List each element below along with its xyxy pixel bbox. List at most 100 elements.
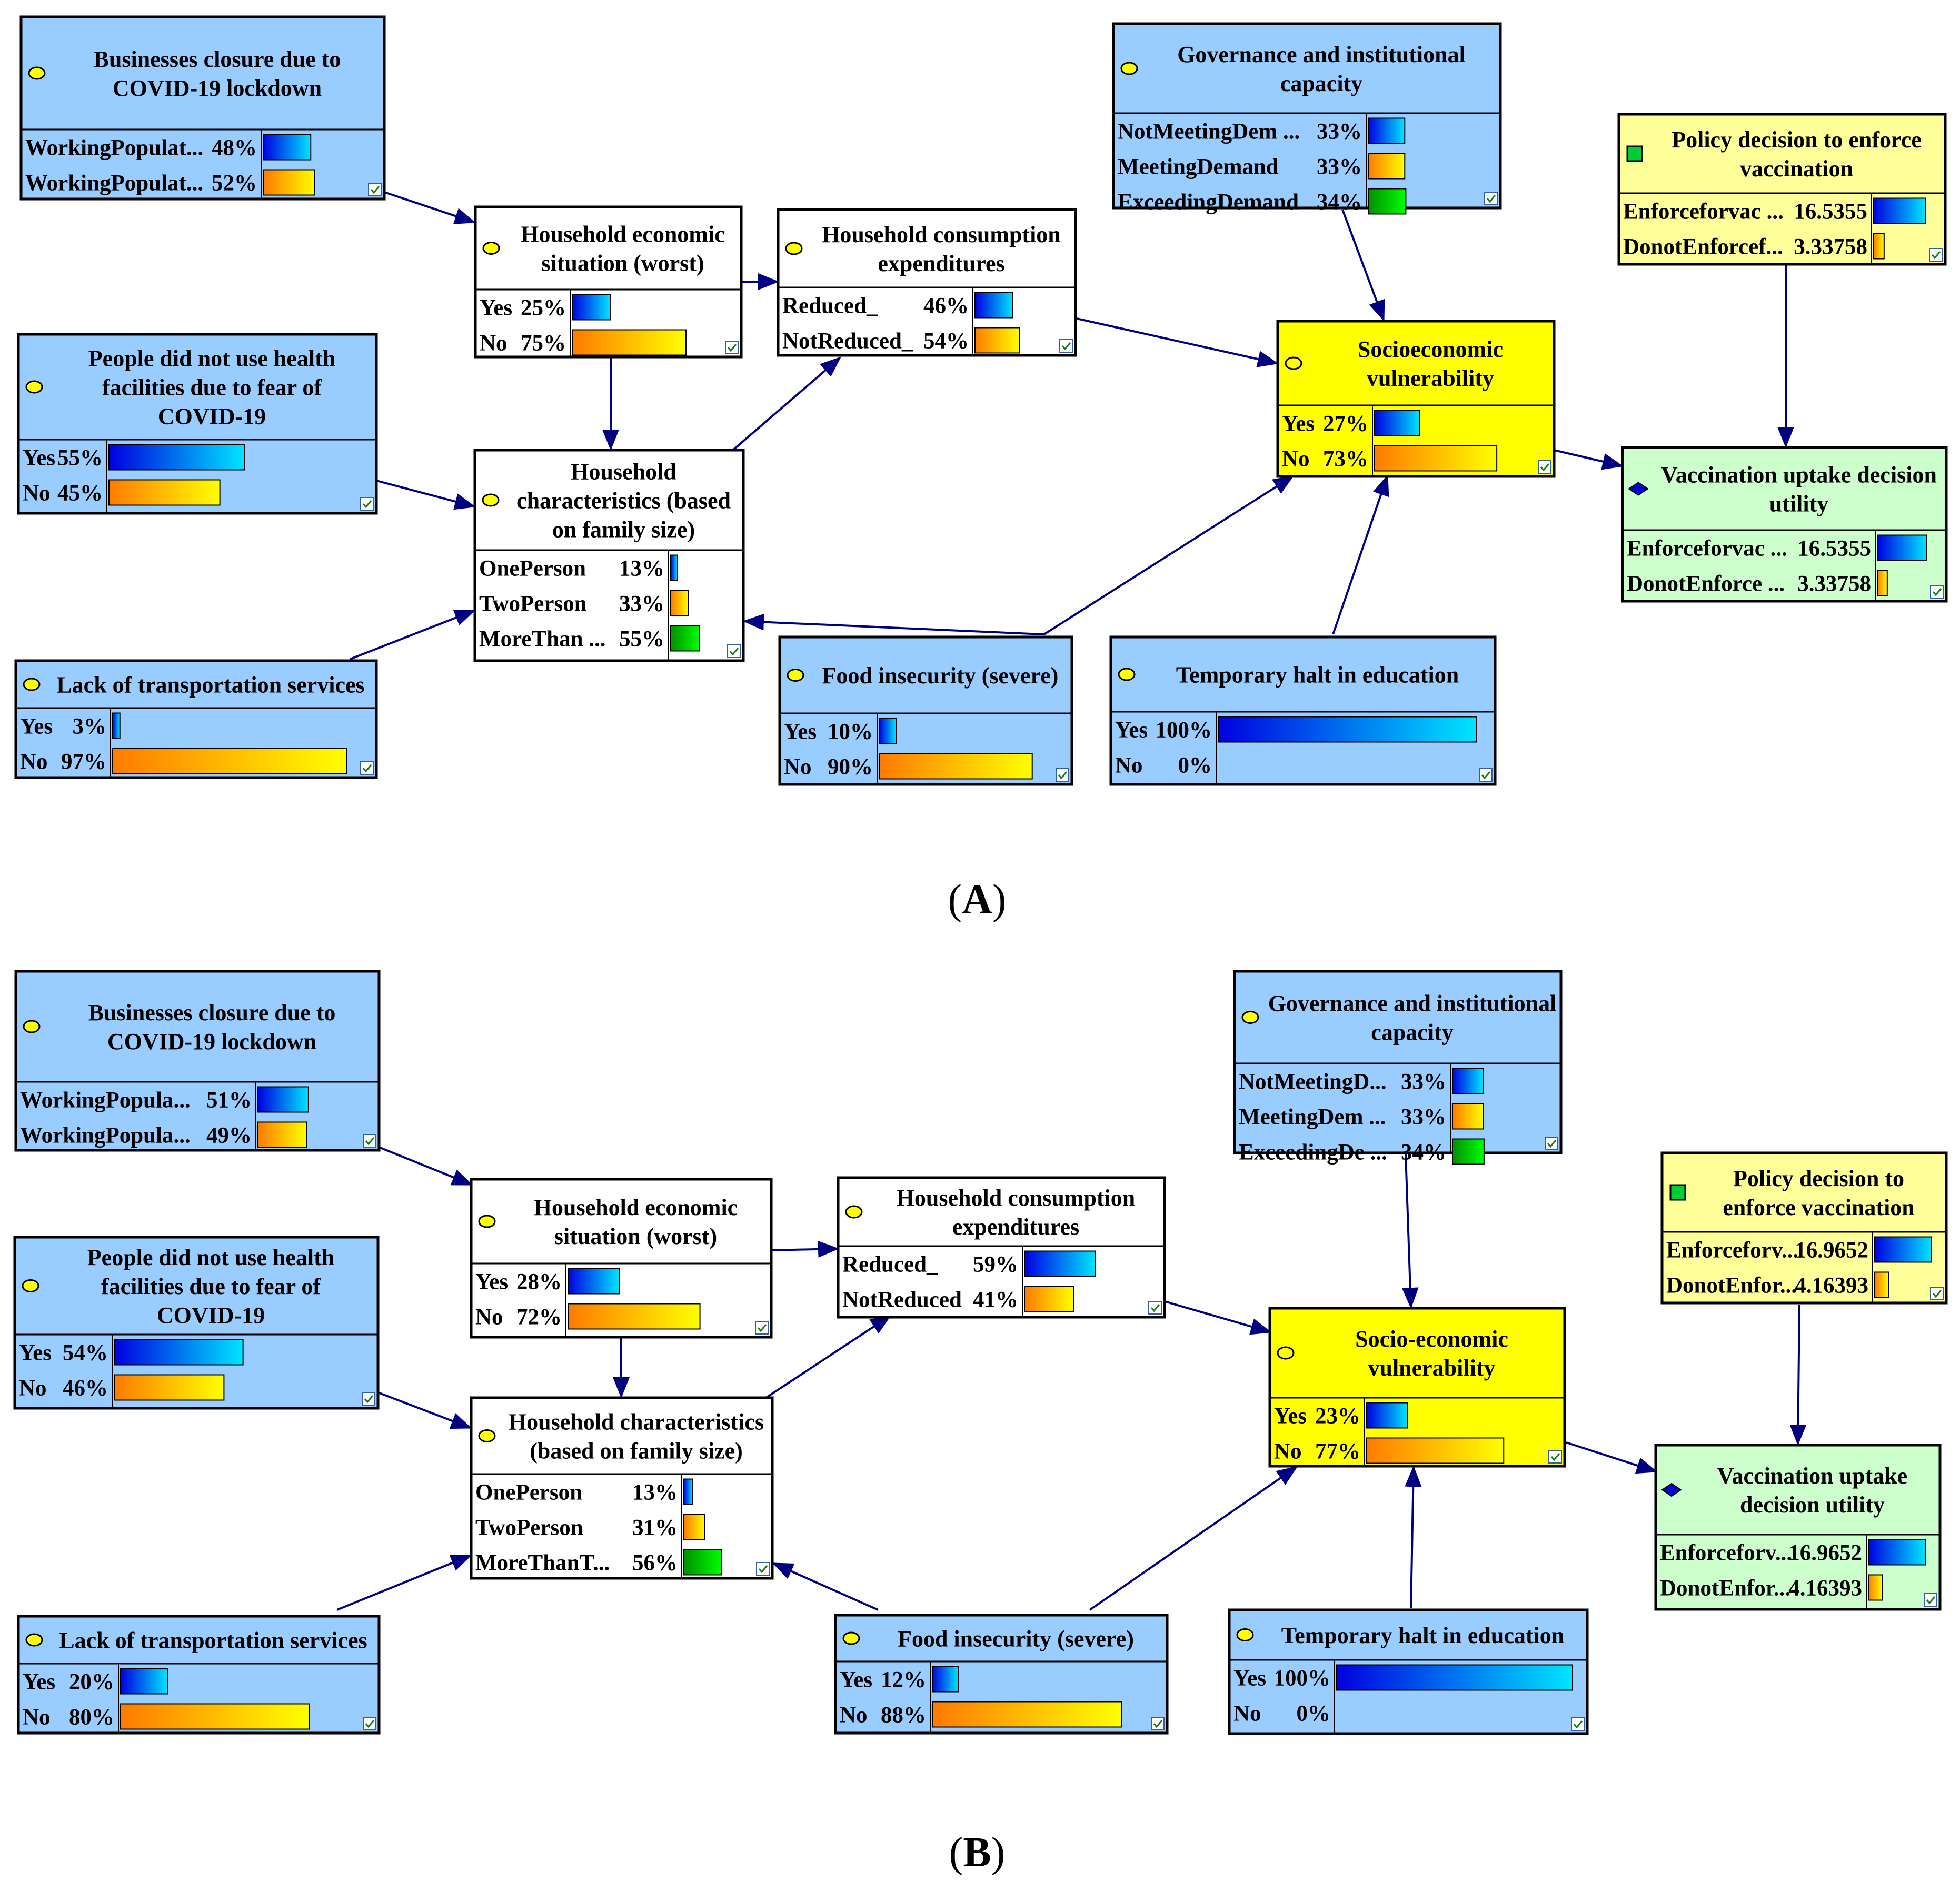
checkbox-icon[interactable] (363, 1134, 376, 1148)
node-governance[interactable]: Governance and institutionalcapacityNotM… (1233, 970, 1563, 1165)
state-label: Yes (19, 1341, 52, 1366)
probability-bar (572, 294, 611, 321)
checkbox-icon[interactable] (360, 497, 374, 511)
checkbox-icon[interactable] (1548, 1450, 1562, 1464)
state-label: No (19, 1376, 47, 1401)
node-title-line: Socioeconomic (1358, 336, 1503, 362)
checkbox-icon[interactable] (363, 1717, 376, 1730)
probability-bar (1366, 1402, 1408, 1429)
checkbox-icon[interactable] (1059, 339, 1073, 353)
state-label: Yes (840, 1668, 872, 1693)
checkbox-icon[interactable] (360, 761, 374, 775)
node-household[interactable]: Household characteristics(based on famil… (470, 1396, 774, 1580)
state-value: 48% (212, 136, 257, 161)
node-title-line: vulnerability (1367, 365, 1494, 391)
state-value: 23% (1315, 1404, 1360, 1429)
edge-arrow (336, 1555, 472, 1611)
state-label: No (1115, 753, 1143, 778)
state-label: WorkingPopula... (20, 1088, 191, 1113)
checkbox-icon[interactable] (1148, 1301, 1162, 1315)
node-title-line: Governance and institutional (1177, 42, 1466, 67)
node-title-line: Governance and institutional (1268, 990, 1557, 1016)
probability-bar (263, 169, 315, 196)
node-box (1617, 113, 1947, 266)
edge-arrow (1043, 475, 1295, 635)
check-mark-icon (1153, 1720, 1163, 1728)
checkbox-icon[interactable] (1056, 768, 1069, 782)
probability-bar (112, 748, 347, 774)
node-title-line: Household characteristics (509, 1409, 764, 1435)
state-value: 4.16393 (1788, 1576, 1862, 1601)
probability-bar (1024, 1250, 1096, 1277)
node-governance[interactable]: Governance and institutionalcapacityNotM… (1112, 22, 1502, 215)
state-label: DonotEnforce ... (1627, 572, 1785, 596)
decision-node-icon (1669, 1184, 1686, 1201)
checkbox-icon[interactable] (1151, 1717, 1165, 1730)
checkbox-icon[interactable] (756, 1562, 770, 1576)
checkbox-icon[interactable] (1484, 192, 1498, 205)
node-utility[interactable]: Vaccination uptake decisionutilityEnforc… (1621, 446, 1948, 603)
state-row: WorkingPopula...51% (20, 1086, 309, 1113)
probability-bar (1873, 233, 1885, 260)
check-mark-icon (362, 764, 372, 773)
state-label: OnePerson (479, 556, 586, 581)
state-label: ExceedingDemand (1118, 190, 1299, 215)
state-value: 33% (1317, 120, 1362, 144)
state-label: Yes (1115, 718, 1148, 743)
state-label: NotReduced_ (782, 329, 913, 354)
edge-arrow (732, 356, 842, 451)
node-consumption[interactable]: Household consumptionexpendituresReduced… (777, 208, 1077, 357)
checkbox-icon[interactable] (1929, 248, 1943, 262)
state-value: 13% (632, 1480, 678, 1505)
node-title-line: Policy decision to (1733, 1166, 1904, 1191)
checkbox-icon[interactable] (1571, 1717, 1585, 1731)
panel-label: (B) (949, 1829, 1006, 1876)
node-consumption[interactable]: Household consumptionexpendituresReduced… (837, 1176, 1166, 1319)
checkbox-icon[interactable] (725, 341, 739, 354)
checkbox-icon[interactable] (727, 644, 741, 658)
state-value: 27% (1323, 412, 1368, 436)
node-title-line: utility (1769, 491, 1828, 516)
state-value: 3% (73, 714, 107, 739)
checkbox-icon[interactable] (1924, 1593, 1937, 1607)
checkbox-icon[interactable] (368, 183, 382, 196)
checkbox-icon[interactable] (362, 1392, 375, 1406)
node-policy[interactable]: Policy decision to enforcevaccinationEnf… (1617, 113, 1947, 266)
checkbox-icon[interactable] (755, 1321, 769, 1335)
node-title-line: Temporary halt in education (1176, 662, 1459, 688)
checkbox-icon[interactable] (1930, 1287, 1944, 1300)
edge-arrow (1405, 1466, 1422, 1609)
state-label: Yes (1282, 412, 1315, 436)
node-title-line: COVID-19 (157, 1302, 265, 1328)
checkbox-icon[interactable] (1545, 1137, 1558, 1150)
checkbox-icon[interactable] (1538, 460, 1551, 474)
checkbox-icon[interactable] (1479, 768, 1493, 782)
state-value: 100% (1274, 1666, 1331, 1691)
checkbox-icon[interactable] (1930, 585, 1944, 599)
state-label: No (480, 331, 508, 356)
